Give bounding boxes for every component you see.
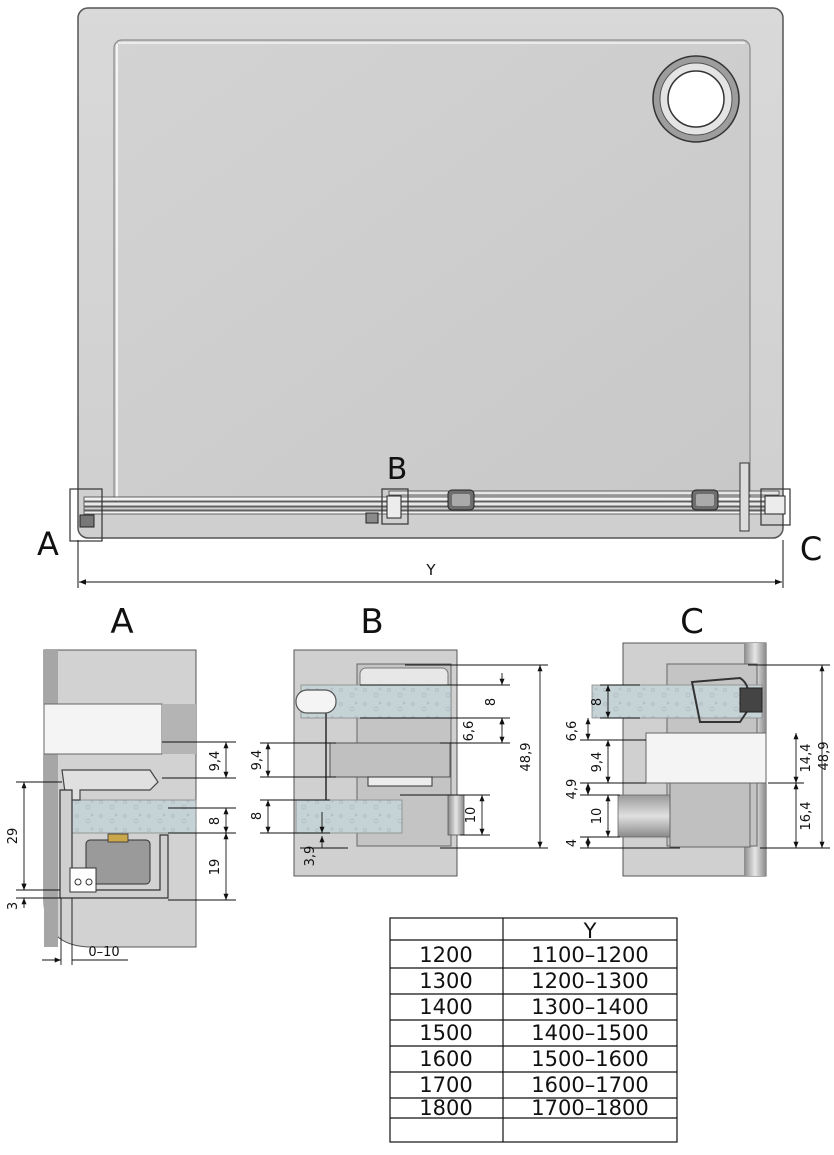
dim-c-6-6: 6,6 <box>565 721 580 742</box>
table-cell-size: 1800 <box>419 1096 472 1120</box>
vertical-profile <box>739 462 750 532</box>
detail-b-title: B <box>360 602 383 642</box>
table-cell-y-range: 1400–1500 <box>531 1021 648 1045</box>
detail-b: 8 6,6 10 48,9 9,4 8 3,9 <box>250 649 548 877</box>
table-cell-y-range: 1100–1200 <box>531 943 648 967</box>
dim-b-8-top: 8 <box>484 698 499 706</box>
table-cell-y-range: 1200–1300 <box>531 969 648 993</box>
table-cell-size: 1200 <box>419 943 472 967</box>
dim-c-4-9: 4,9 <box>565 779 580 800</box>
stopper-icon <box>365 512 379 524</box>
dim-b-3-9: 3,9 <box>303 846 318 867</box>
dim-c-8: 8 <box>590 698 605 706</box>
dim-c-48-9: 48,9 <box>817 742 832 771</box>
dim-a-9-4: 9,4 <box>208 751 223 772</box>
dim-a-0-10: 0–10 <box>88 945 119 960</box>
detail-c-title: C <box>680 602 704 642</box>
detail-a: 9,4 8 19 29 3 0–10 <box>6 649 236 965</box>
dim-a-8: 8 <box>208 817 223 825</box>
dim-c-14-4: 14,4 <box>799 744 814 773</box>
handle-icon <box>295 689 337 714</box>
glass-pane-c <box>591 684 763 719</box>
shower-tray-top-view: B A C Y <box>37 7 822 588</box>
dim-c-10: 10 <box>590 808 605 825</box>
glass-edge-c <box>645 732 767 784</box>
table-cell-size: 1300 <box>419 969 472 993</box>
table-cell-size: 1700 <box>419 1073 472 1097</box>
table-cell-y-range: 1300–1400 <box>531 995 648 1019</box>
profile-b <box>329 742 451 778</box>
table-cell-y-range: 1700–1800 <box>531 1096 648 1120</box>
dim-b-9-4: 9,4 <box>250 750 265 771</box>
table-cell-size: 1500 <box>419 1021 472 1045</box>
table-cell-size: 1600 <box>419 1047 472 1071</box>
label-a-main: A <box>37 525 59 563</box>
glass-pane-b2 <box>295 799 403 834</box>
dim-c-4: 4 <box>565 839 580 847</box>
dim-b-10: 10 <box>464 807 479 824</box>
glass-pane-a <box>65 799 197 834</box>
label-c-main: C <box>800 530 822 568</box>
dim-a-29: 29 <box>6 828 21 845</box>
dim-b-8-left: 8 <box>250 812 265 820</box>
dim-c-16-4: 16,4 <box>799 802 814 831</box>
y-dimension-label: Y <box>425 561 436 579</box>
roller-icon <box>447 489 719 511</box>
label-b-main: B <box>387 452 408 487</box>
dim-a-3: 3 <box>6 902 21 910</box>
table-cell-y-range: 1500–1600 <box>531 1047 648 1071</box>
glass-edge-a <box>43 703 163 755</box>
dim-c-9-4: 9,4 <box>590 752 605 773</box>
table-cell-size: 1400 <box>419 995 472 1019</box>
drain-icon <box>652 55 740 143</box>
table-header-y: Y <box>583 919 597 943</box>
dim-a-19: 19 <box>208 859 223 876</box>
dim-b-48-9: 48,9 <box>519 743 534 772</box>
detail-box-b <box>381 488 409 525</box>
detail-a-title: A <box>110 602 133 642</box>
table-cell-y-range: 1600–1700 <box>531 1073 648 1097</box>
size-table <box>389 917 678 1143</box>
detail-c: 8 6,6 9,4 4,9 10 4 14,4 16,4 48,9 <box>565 642 832 877</box>
dim-b-6-6: 6,6 <box>462 721 477 742</box>
detail-box-a <box>69 488 103 542</box>
detail-box-c <box>760 488 791 526</box>
